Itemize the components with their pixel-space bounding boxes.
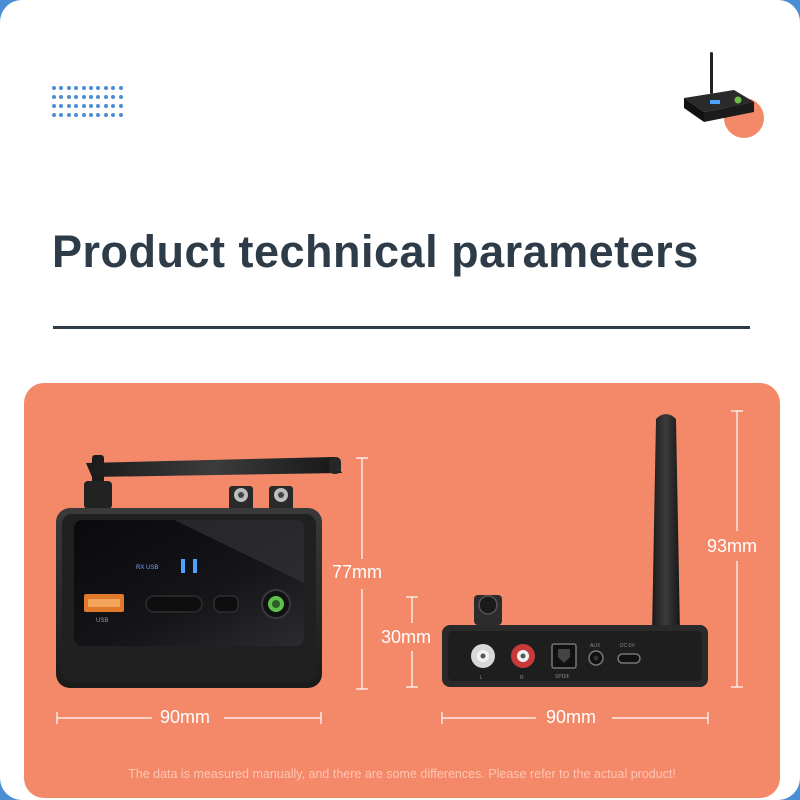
- rear-height-label: 30mm: [381, 627, 432, 647]
- product-thumbnail-icon: [684, 52, 764, 138]
- front-height-label: 77mm: [332, 562, 383, 582]
- port-label-r: R: [520, 675, 524, 681]
- rear-width-label: 90mm: [546, 707, 597, 727]
- dimension-lines: [56, 410, 743, 724]
- port-label-l: L: [480, 675, 483, 681]
- port-label-spdif: SPDIF: [555, 674, 570, 680]
- rear-device: L R SPDIF AUX DC-5V: [442, 414, 708, 687]
- display-labels: RX USB: [136, 565, 158, 571]
- dot-grid-icon: [52, 86, 124, 120]
- measurement-note: The data is measured manually, and there…: [128, 767, 676, 781]
- front-width-label: 90mm: [160, 707, 211, 727]
- device-illustrations: RX USB USB: [56, 410, 743, 724]
- page-title: Product technical parameters: [52, 226, 699, 277]
- port-label-dc: DC-5V: [620, 643, 636, 649]
- antenna-height-label: 93mm: [707, 536, 758, 556]
- dimension-panel: RX USB USB: [24, 383, 780, 798]
- usb-label: USB: [96, 618, 108, 624]
- front-device: RX USB USB: [56, 455, 342, 688]
- title-divider: [53, 326, 750, 329]
- port-label-aux: AUX: [590, 643, 601, 649]
